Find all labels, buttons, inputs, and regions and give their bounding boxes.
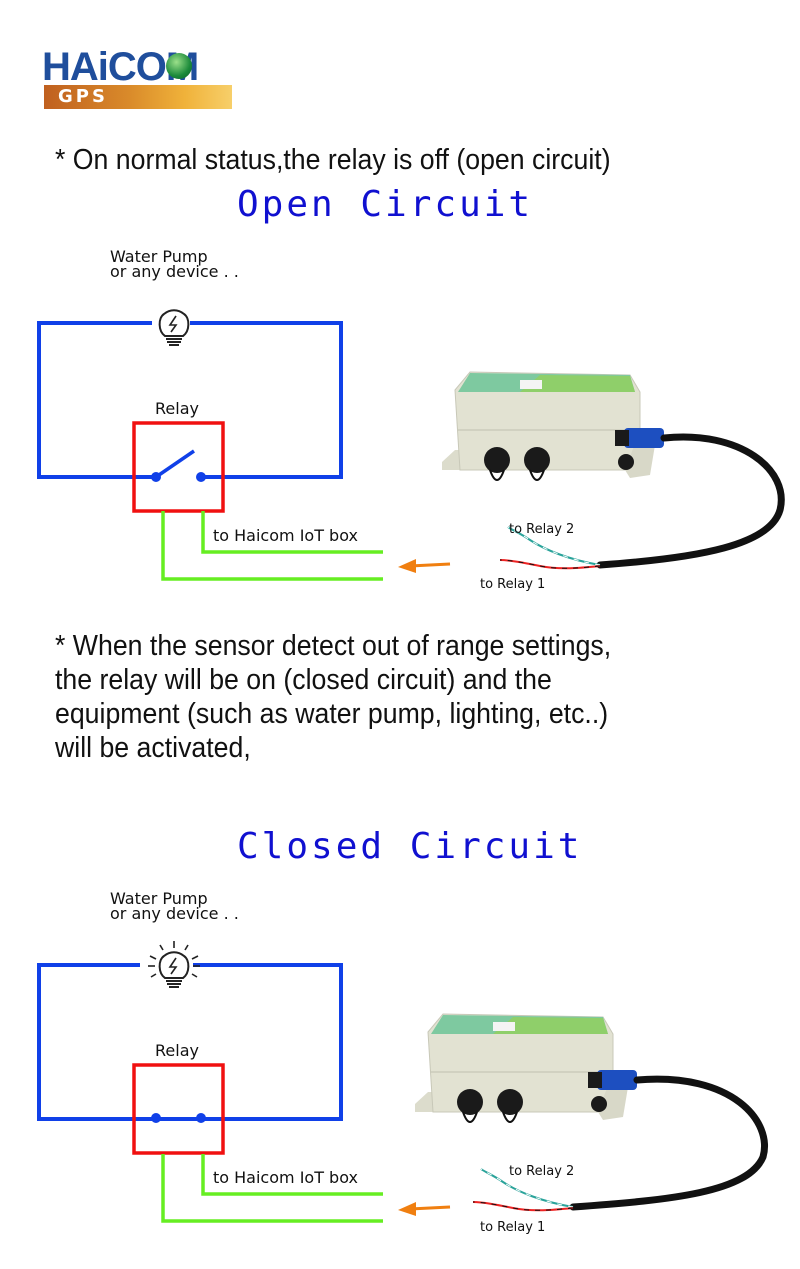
open-device-label: Water Pump or any device . . — [110, 247, 239, 281]
open-green-wires — [161, 511, 383, 581]
open-iot-label: to Haicom IoT box — [213, 526, 358, 545]
open-relay-switch — [151, 449, 206, 482]
globe-icon — [166, 53, 192, 79]
closed-lamp-icon — [158, 951, 190, 988]
open-device-label-line2: or any device . . — [110, 262, 239, 281]
closed-relay-label: Relay — [155, 1041, 199, 1060]
closed-circuit-loop — [37, 963, 343, 1121]
closed-arrow-icon — [398, 1202, 451, 1216]
closed-device-label-line1: Water Pump — [110, 889, 208, 908]
closed-green-wires — [161, 1154, 383, 1223]
description-line-3: equipment (such as water pump, lighting,… — [55, 698, 609, 730]
closed-lamp-rays — [148, 941, 200, 978]
open-relay-label: Relay — [155, 399, 199, 418]
closed-relay-box — [132, 1063, 225, 1155]
open-device-label-line1: Water Pump — [110, 247, 208, 266]
closed-iot-label: to Haicom IoT box — [213, 1168, 358, 1187]
closed-loop-wire — [37, 963, 343, 1121]
closed-iot-device — [415, 1013, 768, 1212]
closed-device-label: Water Pump or any device . . — [110, 889, 239, 923]
description-line-4: will be activated, — [55, 732, 251, 764]
open-lamp-icon — [158, 309, 190, 346]
haicom-gps-logo: HAiCOM GPS — [42, 47, 232, 111]
description-line-1: * When the sensor detect out of range se… — [55, 630, 612, 662]
open-circuit-loop — [37, 321, 343, 479]
closed-device-label-line2: or any device . . — [110, 904, 239, 923]
intro-text: * On normal status,the relay is off (ope… — [55, 144, 611, 176]
closed-relay2-label: to Relay 2 — [509, 1164, 575, 1179]
logo-gps-band: GPS — [44, 85, 232, 109]
open-relay1-label: to Relay 1 — [480, 577, 546, 592]
open-relay2-label: to Relay 2 — [509, 522, 575, 537]
open-circuit-title: Open Circuit — [237, 184, 534, 225]
open-left-wire — [37, 321, 157, 479]
description-line-2: the relay will be on (closed circuit) an… — [55, 664, 552, 696]
closed-relay1-label: to Relay 1 — [480, 1220, 546, 1235]
open-arrow-icon — [398, 559, 451, 573]
description-text: * When the sensor detect out of range se… — [55, 629, 611, 765]
open-right-wire — [190, 321, 343, 479]
open-iot-device — [442, 371, 785, 570]
closed-relay-switch — [151, 1113, 206, 1123]
logo-gps-text: GPS — [58, 86, 108, 107]
open-relay-box — [132, 421, 225, 513]
closed-circuit-title: Closed Circuit — [237, 826, 583, 867]
